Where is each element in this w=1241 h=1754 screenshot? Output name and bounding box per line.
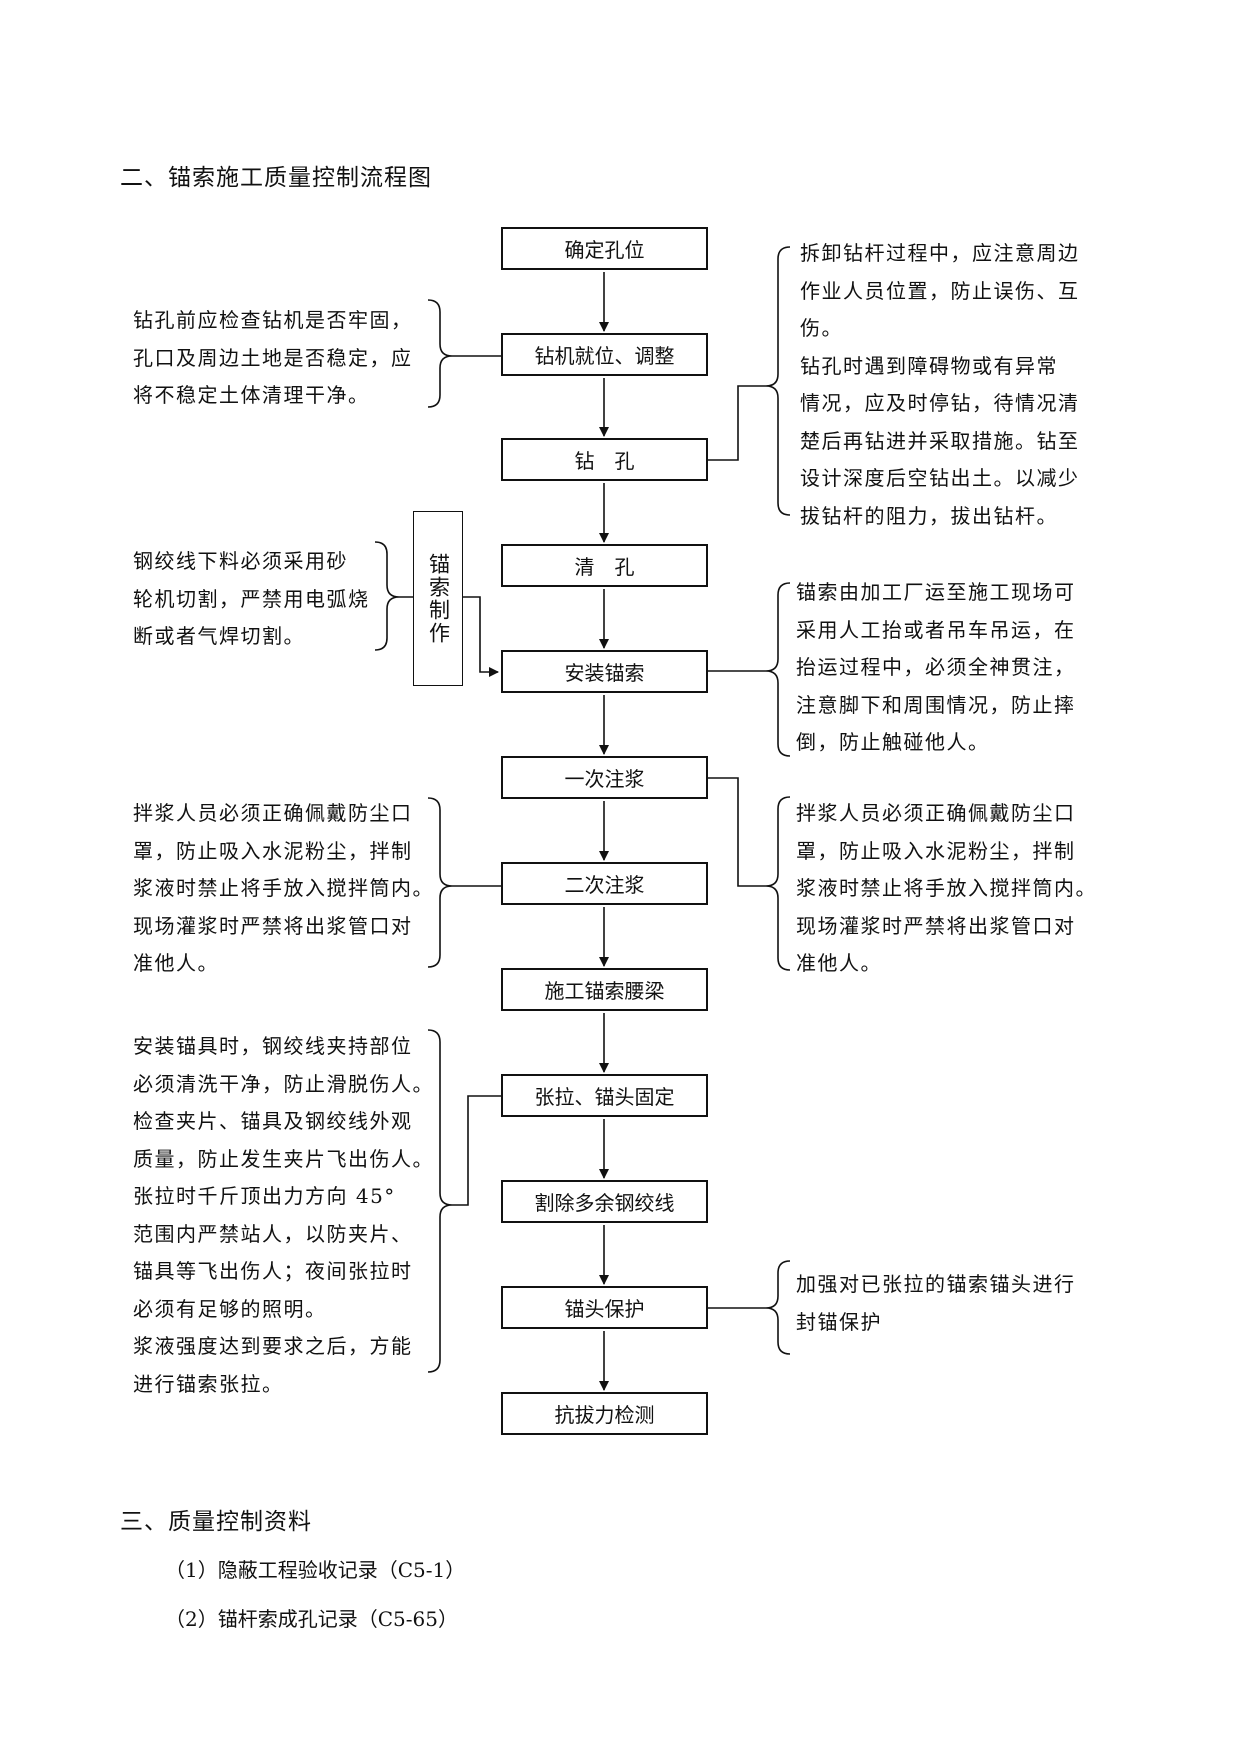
note-right-protect: 加强对已张拉的锚索锚头进行 封锚保护 <box>796 1266 1076 1341</box>
note-line: 注意脚下和周围情况，防止摔 <box>796 692 1076 717</box>
note-line: 钻孔前应检查钻机是否牢固， <box>133 308 413 332</box>
right-brace-install <box>708 582 791 757</box>
section-3-title: 三、质量控制资料 <box>120 1509 312 1535</box>
step-pullout-test: 抗拔力检测 <box>501 1392 708 1435</box>
side-box-anchor-making: 锚索制作 <box>413 511 463 686</box>
right-brace-grout <box>708 777 791 971</box>
step-head-protect: 锚头保护 <box>501 1286 708 1329</box>
note-line: 安装锚具时，钢绞线夹持部位 <box>133 1034 413 1058</box>
note-line: 张拉时千斤顶出力方向 45° <box>133 1184 396 1208</box>
note-line: 拔钻杆的阻力，拔出钻杆。 <box>800 503 1058 528</box>
note-line: 抬运过程中，必须全神贯注， <box>796 655 1076 679</box>
note-line: 检查夹片、锚具及钢绞线外观 <box>133 1109 413 1133</box>
step-locate-hole: 确定孔位 <box>501 227 708 270</box>
note-line: 断或者气焊切割。 <box>133 624 305 648</box>
record-item-1: （1）隐蔽工程验收记录（C5-1） <box>165 1558 466 1582</box>
note-line: 罩，防止吸入水泥粉尘，拌制 <box>796 838 1076 863</box>
note-line: 必须清洗干净，防止滑脱伤人。 <box>133 1071 434 1096</box>
note-line: 准他人。 <box>796 951 882 975</box>
note-line: 现场灌浆时严禁将出浆管口对 <box>133 913 413 938</box>
note-line: 拆卸钻杆过程中，应注意周边 <box>800 241 1080 265</box>
step-clean-hole: 清 孔 <box>501 544 708 587</box>
step-install-anchor: 安装锚索 <box>501 650 708 693</box>
step-tension-fix: 张拉、锚头固定 <box>501 1074 708 1117</box>
note-line: 锚具等飞出伤人；夜间张拉时 <box>133 1259 413 1283</box>
step-second-grouting: 二次注浆 <box>501 862 708 905</box>
note-line: 浆液时禁止将手放入搅拌筒内。 <box>796 876 1097 900</box>
step-position-rig: 钻机就位、调整 <box>501 333 708 376</box>
step-cut-strand: 割除多余钢绞线 <box>501 1180 708 1223</box>
note-line: 罩，防止吸入水泥粉尘，拌制 <box>133 838 413 863</box>
right-brace-drill <box>708 246 791 516</box>
note-left-tension: 安装锚具时，钢绞线夹持部位 必须清洗干净，防止滑脱伤人。 检查夹片、锚具及钢绞线… <box>133 1028 434 1403</box>
note-line: 伤。 <box>800 316 843 340</box>
note-line: 钢绞线下料必须采用砂 <box>133 549 348 573</box>
note-line: 将不稳定土体清理干净。 <box>133 383 370 407</box>
note-line: 浆液强度达到要求之后，方能 <box>133 1334 413 1358</box>
note-line: 质量，防止发生夹片飞出伤人。 <box>133 1146 434 1171</box>
note-line: 轮机切割，严禁用电弧烧 <box>133 586 370 611</box>
left-brace-rig <box>427 299 501 408</box>
note-left-rig: 钻孔前应检查钻机是否牢固， 孔口及周边土地是否稳定，应 将不稳定土体清理干净。 <box>133 302 413 415</box>
note-line: 情况，应及时停钻，待情况清 <box>800 391 1080 415</box>
record-item-2: （2）锚杆索成孔记录（C5-65） <box>165 1607 458 1631</box>
right-brace-protect <box>708 1260 791 1355</box>
step-waist-beam: 施工锚索腰梁 <box>501 968 708 1011</box>
note-line: 加强对已张拉的锚索锚头进行 <box>796 1272 1076 1296</box>
note-line: 倒，防止触碰他人。 <box>796 730 990 754</box>
note-line: 拌浆人员必须正确佩戴防尘口 <box>133 801 413 825</box>
note-line: 锚索由加工厂运至施工现场可 <box>796 580 1076 604</box>
note-right-grout: 拌浆人员必须正确佩戴防尘口 罩，防止吸入水泥粉尘，拌制 浆液时禁止将手放入搅拌筒… <box>796 795 1097 983</box>
section-2-title: 二、锚索施工质量控制流程图 <box>120 165 432 191</box>
note-right-drill: 拆卸钻杆过程中，应注意周边 作业人员位置，防止误伤、互 伤。 钻孔时遇到障碍物或… <box>800 235 1080 535</box>
step-first-grouting: 一次注浆 <box>501 756 708 799</box>
note-line: 封锚保护 <box>796 1309 882 1334</box>
note-line: 楚后再钻进并采取措施。钻至 <box>800 428 1080 453</box>
note-line: 必须有足够的照明。 <box>133 1296 327 1321</box>
note-line: 设计深度后空钻出土。以减少 <box>800 466 1080 490</box>
note-line: 作业人员位置，防止误伤、互 <box>800 278 1080 303</box>
note-line: 钻孔时遇到障碍物或有异常 <box>800 353 1058 378</box>
note-line: 拌浆人员必须正确佩戴防尘口 <box>796 801 1076 825</box>
note-line: 采用人工抬或者吊车吊运，在 <box>796 617 1076 642</box>
note-left-grout: 拌浆人员必须正确佩戴防尘口 罩，防止吸入水泥粉尘，拌制 浆液时禁止将手放入搅拌筒… <box>133 795 434 983</box>
left-brace-strand <box>374 541 413 651</box>
note-line: 浆液时禁止将手放入搅拌筒内。 <box>133 876 434 900</box>
left-brace-tension <box>427 1029 501 1373</box>
side-box-connector <box>463 596 499 677</box>
note-line: 进行锚索张拉。 <box>133 1371 284 1396</box>
note-line: 准他人。 <box>133 951 219 975</box>
note-line: 孔口及周边土地是否稳定，应 <box>133 345 413 370</box>
left-brace-grout <box>427 797 501 968</box>
note-left-strand: 钢绞线下料必须采用砂 轮机切割，严禁用电弧烧 断或者气焊切割。 <box>133 543 370 656</box>
note-line: 现场灌浆时严禁将出浆管口对 <box>796 913 1076 938</box>
note-right-install: 锚索由加工厂运至施工现场可 采用人工抬或者吊车吊运，在 抬运过程中，必须全神贯注… <box>796 574 1076 762</box>
note-line: 范围内严禁站人，以防夹片、 <box>133 1221 413 1246</box>
step-drill: 钻 孔 <box>501 438 708 481</box>
